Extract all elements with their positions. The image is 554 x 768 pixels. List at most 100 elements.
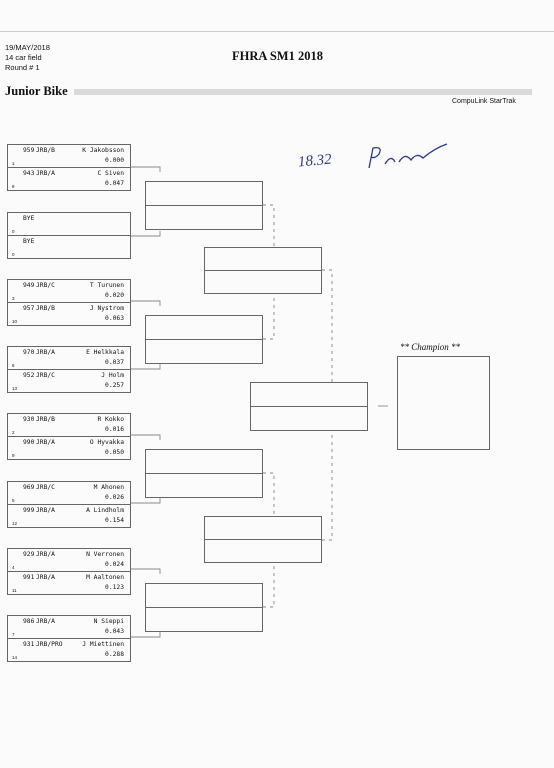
- racer-class: JRB/A: [36, 349, 55, 356]
- racer-class: JRB/C: [36, 371, 55, 379]
- racer-name: K Jakobsson: [82, 147, 124, 154]
- racer-name: A Lindholm: [86, 506, 124, 514]
- racer-class: BYE: [23, 237, 35, 245]
- class-name: Junior Bike: [5, 84, 68, 98]
- racer-name: E Helkkala: [86, 349, 124, 356]
- lane-number: 0: [12, 251, 15, 257]
- racer-number: 959: [23, 147, 35, 154]
- racer-class: JRB/B: [36, 147, 55, 154]
- reaction-time: 0.026: [105, 494, 124, 501]
- lane-number: 14: [12, 654, 18, 660]
- event-title: FHRA SM1 2018: [232, 49, 323, 63]
- racer-name: N Verronen: [86, 551, 124, 558]
- lane-number: 7: [12, 632, 15, 637]
- racer-number: 986: [23, 618, 35, 625]
- page-top-rule: [0, 31, 554, 32]
- lane-number: 8: [12, 183, 15, 189]
- round-number: Round # 1: [5, 63, 40, 72]
- race-date: 19/MAY/2018: [5, 43, 50, 52]
- racer-number: 970: [23, 349, 35, 356]
- lane-number: 11: [12, 587, 17, 593]
- racer-number: 931: [23, 640, 35, 648]
- racer-number: 957: [23, 304, 35, 312]
- reaction-time: 0.043: [105, 628, 124, 635]
- round3-box-2: [204, 516, 322, 563]
- lane-number: 0: [12, 229, 15, 234]
- reaction-time: 0.063: [105, 314, 124, 322]
- racer-name: M Ahonen: [93, 484, 124, 491]
- racer-name: R Kokko: [97, 416, 124, 423]
- racer-class: JRB/B: [36, 416, 55, 423]
- racer-name: J Holm: [101, 371, 124, 379]
- racer-name: T Turunen: [89, 282, 124, 289]
- handwritten-time: 18.32: [297, 151, 333, 171]
- reaction-time: 0.288: [105, 650, 124, 658]
- racer-class: JRB/A: [36, 438, 55, 446]
- title-leader-dots: [74, 89, 532, 95]
- racer-class: JRB/C: [36, 282, 55, 289]
- racer-class: JRB/B: [36, 304, 55, 312]
- racer-name: O Hyvakka: [89, 438, 124, 446]
- reaction-time: 0.123: [105, 583, 124, 591]
- round2-box-1: [145, 181, 263, 230]
- racer-number: 990: [23, 438, 35, 446]
- champion-box: [397, 356, 490, 450]
- lane-number: 5: [12, 498, 15, 503]
- lane-number: 2: [12, 430, 15, 435]
- reaction-time: 0.047: [105, 179, 124, 187]
- lane-number: 10: [12, 318, 18, 324]
- racer-number: 969: [23, 484, 35, 491]
- lane-number: 3: [12, 296, 15, 301]
- racer-name: J Miettinen: [82, 640, 124, 648]
- reaction-time: 0.257: [105, 381, 124, 389]
- reaction-time: 0.020: [105, 292, 124, 299]
- racer-number: 999: [23, 506, 35, 514]
- racer-class: JRB/A: [36, 618, 55, 625]
- racer-name: C Siven: [97, 169, 124, 177]
- reaction-time: 0.154: [105, 516, 124, 524]
- system-name: CompuLink StarTrak: [452, 98, 516, 105]
- lane-number: 6: [12, 363, 15, 368]
- round2-box-2: [145, 315, 263, 364]
- round2-box-4: [145, 583, 263, 632]
- reaction-time: 0.024: [105, 561, 124, 568]
- lane-number: 1: [12, 161, 15, 166]
- racer-class: JRB/PRO: [36, 640, 63, 648]
- racer-class: JRB/A: [36, 169, 55, 177]
- reaction-time: 0.000: [105, 157, 124, 164]
- racer-name: N Sieppi: [93, 618, 124, 625]
- racer-class: JRB/A: [36, 506, 55, 514]
- handwritten-signature: [368, 143, 448, 169]
- racer-number: 930: [23, 416, 35, 423]
- racer-number: 952: [23, 371, 35, 379]
- round2-box-3: [145, 449, 263, 498]
- racer-name: J Nystrom: [89, 304, 124, 312]
- reaction-time: 0.016: [105, 426, 124, 433]
- lane-number: 12: [12, 520, 18, 526]
- lane-number: 4: [12, 565, 15, 570]
- reaction-time: 0.037: [105, 359, 124, 366]
- lane-bottom-racer: BYE 0: [8, 236, 130, 259]
- racer-number: 929: [23, 551, 35, 558]
